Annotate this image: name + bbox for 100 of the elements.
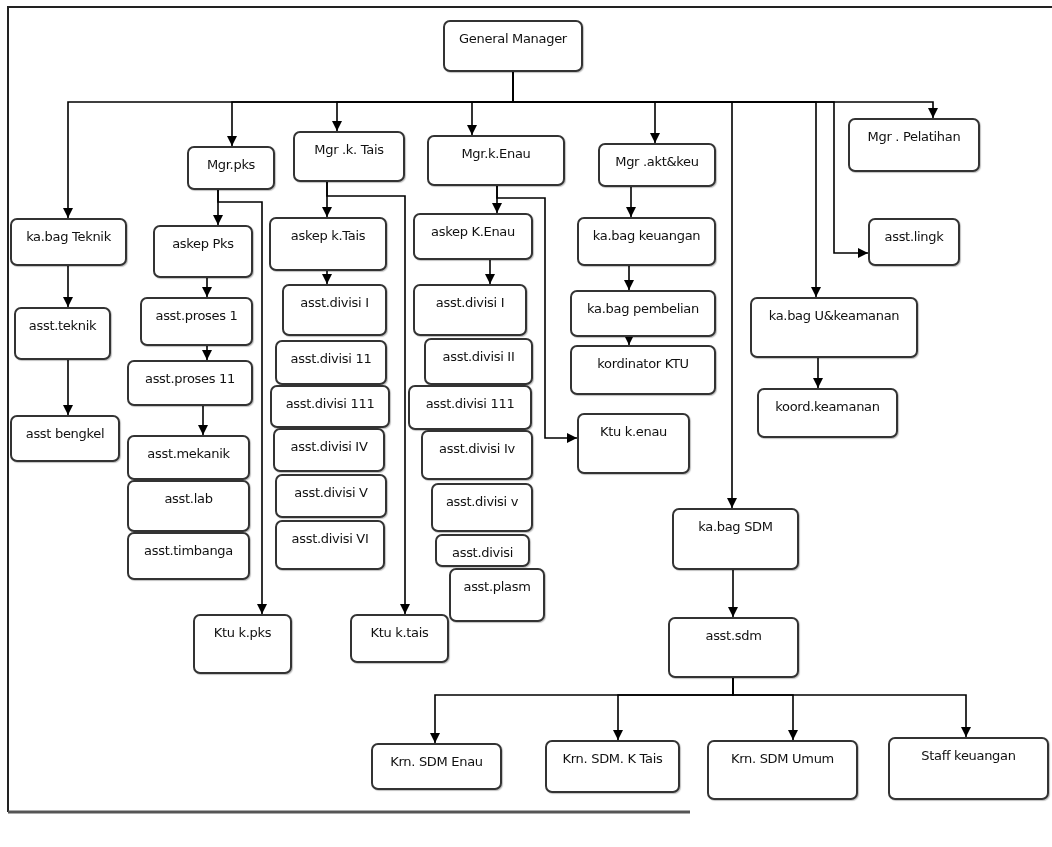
position-title: Mgr .k. Tais [314, 142, 384, 157]
arrow [496, 185, 578, 443]
arrow [322, 270, 332, 285]
position-title: askep Pks [172, 236, 234, 251]
arrow [813, 357, 823, 389]
position-box [757, 388, 898, 438]
position-box [273, 428, 385, 472]
position-box [598, 143, 716, 187]
position-box [275, 340, 387, 385]
position-box [127, 480, 250, 532]
position-title: asst.divisi I [300, 295, 369, 310]
position-box [577, 413, 690, 474]
position-title: Mgr .akt&keu [615, 154, 699, 169]
arrow [626, 186, 636, 218]
position-box [413, 284, 527, 336]
position-box [350, 614, 449, 663]
position-box [153, 225, 253, 278]
position-title: Mgr . Pelatihan [867, 129, 961, 144]
arrow [63, 359, 73, 416]
position-box [427, 135, 565, 186]
position-title: asst.divisi Iv [439, 441, 515, 456]
position-title: asst.teknik [28, 318, 97, 333]
position-title: ka.bag Teknik [26, 229, 111, 244]
arrow [202, 345, 212, 361]
position-box [750, 297, 918, 358]
position-title: Krn. SDM Umum [731, 751, 834, 766]
arrow [624, 265, 634, 291]
arrow [198, 405, 208, 436]
position-box [140, 297, 253, 346]
position-box [408, 385, 532, 430]
position-box [424, 338, 533, 385]
position-box [127, 532, 250, 580]
position-box [193, 614, 292, 674]
position-box [269, 217, 387, 271]
position-title: asst.divisi 11 [290, 351, 372, 366]
position-box [707, 740, 858, 800]
position-box [10, 218, 127, 266]
position-box [570, 345, 716, 395]
position-title: Krn. SDM. K Tais [562, 751, 663, 766]
arrow [728, 569, 738, 618]
position-title: Staff keuangan [921, 748, 1016, 763]
position-box [127, 435, 250, 480]
position-title: askep K.Enau [431, 224, 515, 239]
position-box [413, 213, 533, 260]
position-box [449, 568, 545, 622]
position-title: Ktu k.tais [370, 625, 429, 640]
position-title: General Manager [459, 31, 567, 46]
position-title: asst.divisi IV [290, 439, 368, 454]
position-box [888, 737, 1049, 800]
position-box [187, 146, 275, 190]
position-box [270, 385, 390, 428]
position-title: asst.divisi [452, 545, 513, 560]
position-title: asst.divisi v [445, 494, 519, 509]
position-box [577, 217, 716, 266]
position-title: asst.divisi 111 [285, 396, 375, 411]
position-title: ka.bag pembelian [587, 301, 699, 316]
position-box [848, 118, 980, 172]
position-box [570, 290, 716, 337]
position-box [421, 430, 533, 480]
position-title: kordinator KTU [597, 356, 689, 371]
position-title: asst.sdm [705, 628, 762, 643]
position-box [127, 360, 253, 406]
position-title: ka.bag SDM [698, 519, 773, 534]
position-title: ka.bag keuangan [592, 228, 701, 243]
position-title: asst.divisi II [442, 349, 515, 364]
position-box [275, 474, 387, 518]
position-box [10, 415, 120, 462]
arrow [63, 265, 73, 308]
position-box [282, 284, 387, 336]
position-box [545, 740, 680, 793]
position-title: asst.lab [164, 491, 213, 506]
position-title: Ktu k.enau [599, 424, 668, 439]
position-box [293, 131, 405, 182]
position-title: asst.divisi V [294, 485, 368, 500]
position-title: asst.divisi VI [291, 531, 369, 546]
position-box [14, 307, 111, 360]
position-title: asst.plasm [463, 579, 531, 594]
position-title: asst.divisi 111 [425, 396, 515, 411]
position-box [371, 743, 502, 790]
position-title: Krn. SDM Enau [390, 754, 483, 769]
position-box [668, 617, 799, 678]
arrow [202, 277, 212, 298]
position-title: Ktu k.pks [213, 625, 272, 640]
arrow [217, 189, 267, 615]
position-title: asst.mekanik [147, 446, 230, 461]
position-title: asst.lingk [884, 229, 944, 244]
position-box [868, 218, 960, 266]
position-title: asst.timbanga [144, 543, 233, 558]
position-title: asst.divisi I [435, 295, 505, 310]
position-title: Mgr.k.Enau [461, 146, 531, 161]
arrow [326, 181, 410, 615]
position-title: asst bengkel [25, 426, 105, 441]
position-box [435, 534, 530, 567]
position-title: Mgr.pks [206, 157, 256, 172]
arrow [485, 259, 495, 285]
position-box [672, 508, 799, 570]
position-title: asst.proses 1 [155, 308, 238, 323]
position-title: asst.proses 11 [145, 371, 235, 386]
position-box [431, 483, 533, 532]
arrow [732, 677, 971, 738]
